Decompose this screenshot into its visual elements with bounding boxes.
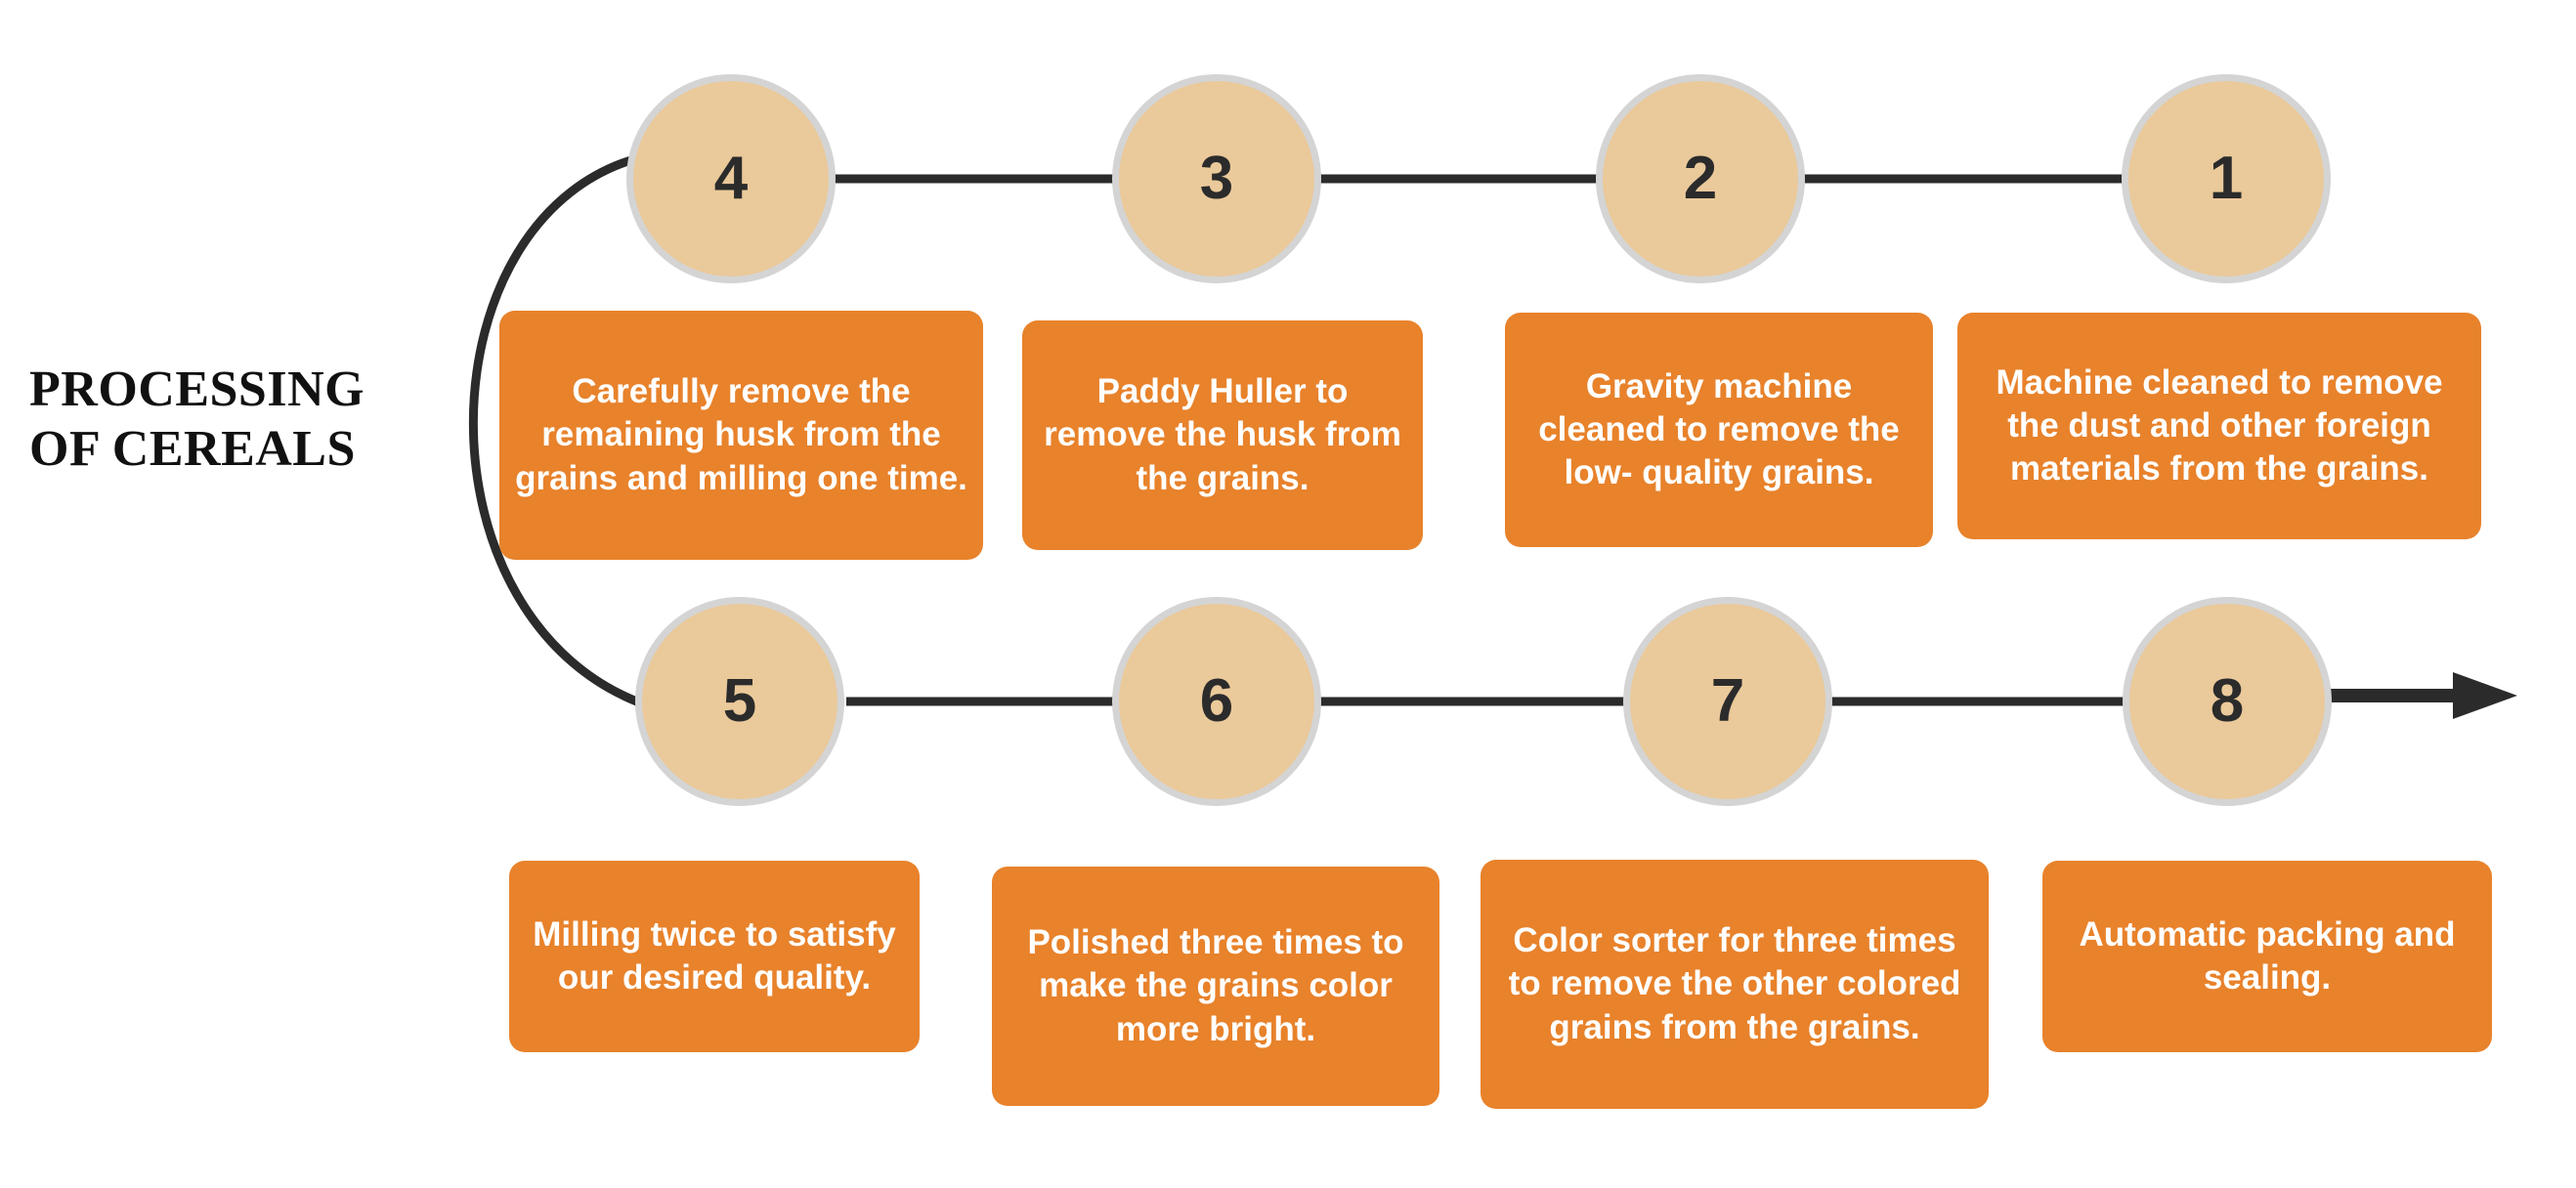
flow-arrowhead	[2453, 672, 2517, 719]
step-number-7: 7	[1710, 667, 1745, 735]
step-number-6: 6	[1199, 667, 1234, 735]
step-number-1: 1	[2209, 145, 2244, 212]
step-card-8[interactable]: Automatic packing and sealing.	[2042, 861, 2492, 1052]
step-card-4[interactable]: Carefully remove the remaining husk from…	[499, 311, 983, 560]
step-node-6[interactable]: 6	[1112, 597, 1321, 806]
step-card-6[interactable]: Polished three times to make the grains …	[992, 867, 1439, 1106]
step-card-3[interactable]: Paddy Huller to remove the husk from the…	[1022, 320, 1423, 550]
step-card-text-8: Automatic packing and sealing.	[2079, 914, 2456, 997]
step-card-7[interactable]: Color sorter for three times to remove t…	[1481, 860, 1989, 1109]
step-number-8: 8	[2210, 667, 2245, 735]
diagram-title: PROCESSING OF CEREALS	[29, 361, 365, 478]
step-card-1[interactable]: Machine cleaned to remove the dust and o…	[1957, 313, 2481, 539]
step-card-2[interactable]: Gravity machine cleaned to remove the lo…	[1505, 313, 1933, 547]
step-node-5[interactable]: 5	[635, 597, 844, 806]
step-card-text-5: Milling twice to satisfy our desired qua…	[533, 914, 896, 997]
step-node-4[interactable]: 4	[626, 74, 836, 283]
step-card-5[interactable]: Milling twice to satisfy our desired qua…	[509, 861, 920, 1052]
step-card-text-4: Carefully remove the remaining husk from…	[515, 372, 967, 497]
step-card-text-6: Polished three times to make the grains …	[1027, 923, 1404, 1048]
step-node-1[interactable]: 1	[2122, 74, 2331, 283]
step-number-5: 5	[722, 667, 757, 735]
step-node-2[interactable]: 2	[1596, 74, 1805, 283]
step-node-7[interactable]: 7	[1623, 597, 1832, 806]
step-number-3: 3	[1199, 145, 1234, 212]
step-card-text-7: Color sorter for three times to remove t…	[1508, 921, 1961, 1046]
step-card-text-1: Machine cleaned to remove the dust and o…	[1996, 362, 2443, 488]
step-node-3[interactable]: 3	[1112, 74, 1321, 283]
step-card-text-2: Gravity machine cleaned to remove the lo…	[1538, 366, 1900, 492]
step-number-2: 2	[1683, 145, 1718, 212]
step-node-8[interactable]: 8	[2123, 597, 2332, 806]
step-card-text-3: Paddy Huller to remove the husk from the…	[1044, 372, 1401, 497]
step-number-4: 4	[713, 145, 749, 212]
